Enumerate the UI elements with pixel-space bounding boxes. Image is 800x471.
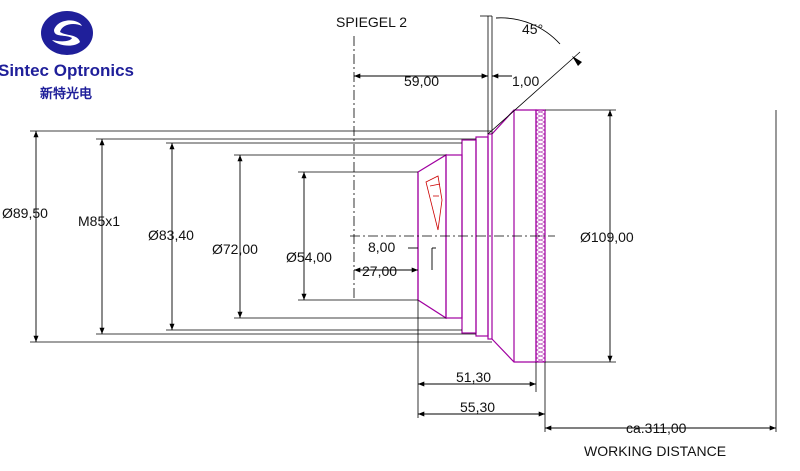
center-lines <box>350 36 555 300</box>
logo-emblem-icon <box>41 11 93 55</box>
logo-company-name: Sintec Optronics <box>0 61 134 80</box>
label-dia-8950: Ø89,50 <box>2 205 48 221</box>
angle-arrow-icon <box>572 56 582 66</box>
label-dim-311: ca.311,00 <box>626 420 687 436</box>
label-dim-59: 59,00 <box>404 73 439 89</box>
label-dia-8340: Ø83,40 <box>148 227 194 243</box>
label-dim-27: 27,00 <box>362 263 397 279</box>
label-dia-5400: Ø54,00 <box>286 249 332 265</box>
logo-chinese-name: 新特光电 <box>40 86 92 102</box>
label-working-distance: WORKING DISTANCE <box>584 443 726 459</box>
label-dim-8: 8,00 <box>368 239 395 255</box>
label-dia-7200: Ø72,00 <box>212 241 258 257</box>
label-spiegel: SPIEGEL 2 <box>336 14 407 30</box>
dimension-labels: SPIEGEL 2 45° 59,00 1,00 Ø89,50 M85x1 Ø8… <box>2 14 726 459</box>
label-thread: M85x1 <box>78 213 120 229</box>
label-dia-109: Ø109,00 <box>580 229 634 245</box>
label-angle: 45° <box>522 21 543 37</box>
extension-lines <box>30 15 777 432</box>
knurl-hatch <box>535 109 546 363</box>
label-dim-5130: 51,30 <box>456 369 491 385</box>
label-dim-1: 1,00 <box>512 73 539 89</box>
sintec-logo: Sintec Optronics 新特光电 <box>0 4 134 112</box>
label-dim-5530: 55,30 <box>460 399 495 415</box>
internal-sketch <box>425 175 443 231</box>
dimension-lines <box>33 17 776 431</box>
